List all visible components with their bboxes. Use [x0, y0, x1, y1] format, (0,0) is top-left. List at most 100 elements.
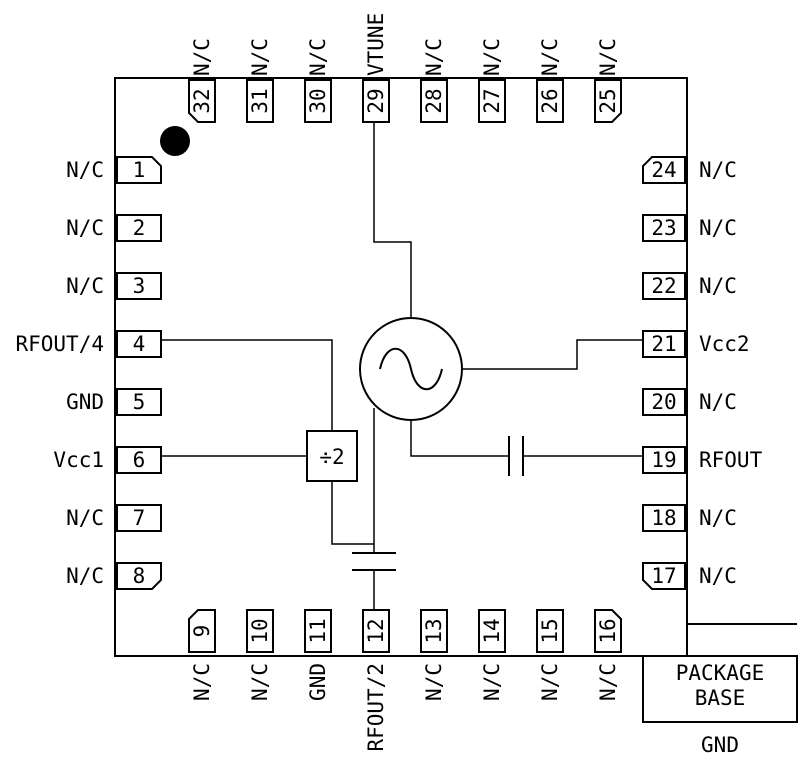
pin-box: [116, 388, 162, 416]
pin-number: 27: [480, 88, 504, 113]
pin-2: 2N/C: [66, 214, 162, 242]
wire-vtune: [373, 122, 412, 318]
package-outline: [114, 77, 688, 657]
pin-name: N/C: [66, 274, 104, 298]
pin-25: 25N/C: [594, 38, 622, 123]
pin-name: N/C: [699, 506, 737, 530]
pin-26: 26 N/C: [536, 38, 564, 123]
internal-wiring: [161, 122, 643, 610]
pin-number: 3: [133, 274, 146, 298]
pin-box: [478, 609, 506, 653]
pin-name: N/C: [596, 663, 620, 701]
pin-name: N/C: [699, 390, 737, 414]
pin-13: 13N/C: [420, 609, 448, 701]
pin-32: 32N/C: [188, 38, 216, 123]
pin-box: [188, 609, 216, 653]
capacitor-rfout2: [352, 552, 396, 571]
pin-box: [116, 504, 162, 532]
pin-name: GND: [306, 663, 330, 701]
package-base-box: [642, 655, 798, 723]
pin-7: 7 N/C: [66, 504, 162, 532]
pin-23: 23 N/C: [642, 214, 737, 242]
pin-number: 10: [248, 618, 272, 643]
pin-name: N/C: [66, 158, 104, 182]
pin-number: 7: [133, 506, 146, 530]
pin-box: [116, 156, 162, 184]
wire-rfout4: [161, 339, 333, 431]
pin-box: [304, 79, 332, 123]
capacitor-rfout: [508, 436, 524, 476]
pin-name: N/C: [190, 663, 214, 701]
wire-vcc2: [463, 339, 643, 370]
pin-name: N/C: [248, 663, 272, 701]
pin-name: GND: [66, 390, 104, 414]
pin-number: 8: [133, 564, 146, 588]
pin-name: RFOUT: [699, 448, 763, 472]
pin-name: N/C: [480, 38, 504, 76]
pin-box: [642, 272, 686, 300]
pin-name: RFOUT/2: [364, 663, 388, 752]
pin-name: N/C: [306, 38, 330, 76]
pin-box: [478, 79, 506, 123]
pins-top-group: 25N/C26N/C27N/C28N/C29VTUNE30N/C31N/C32N…: [188, 13, 622, 123]
pin-box: [116, 446, 162, 474]
pin-box: [116, 562, 162, 590]
pin-number: 21: [651, 332, 676, 356]
pin-14: 14N/C: [478, 609, 506, 701]
pin-box: [642, 504, 686, 532]
pin-name: N/C: [596, 38, 620, 76]
pin-9: 9N/C: [188, 609, 216, 701]
pin-name: N/C: [538, 38, 562, 76]
oscillator-symbol: [359, 317, 463, 421]
pin-number: 5: [133, 390, 146, 414]
pin-name: N/C: [66, 216, 104, 240]
pin-20: 20 N/C: [642, 388, 737, 416]
pin-box: [116, 214, 162, 242]
pin-number: 26: [538, 88, 562, 113]
package-base-group: PACKAGE BASE GND: [642, 623, 798, 757]
pin-number: 22: [651, 274, 676, 298]
pin-number: 31: [248, 88, 272, 113]
pin-number: 6: [133, 448, 146, 472]
pin-box: [304, 609, 332, 653]
pin-3: 3 N/C: [66, 272, 162, 300]
pin-name: N/C: [699, 216, 737, 240]
pin-30: 30N/C: [304, 38, 332, 123]
pin-box: [642, 330, 686, 358]
pin-8: 8N/C: [66, 562, 162, 590]
pin-number: 28: [422, 88, 446, 113]
pin-number: 11: [306, 618, 330, 643]
divider-block: ÷2: [306, 430, 358, 482]
pin-15: 15N/C: [536, 609, 564, 701]
pin-1: 1N/C: [66, 156, 162, 184]
pin-name: N/C: [422, 38, 446, 76]
pin-name: N/C: [422, 663, 446, 701]
pin-name: N/C: [190, 38, 214, 76]
pin-21: 21 Vcc2: [642, 330, 750, 358]
pin-box: [420, 609, 448, 653]
pin-box: [116, 272, 162, 300]
pin-box: [594, 79, 622, 123]
package-base-pin-name: GND: [701, 733, 739, 757]
pin-box: [642, 156, 686, 184]
pin-16: 16N/C: [594, 609, 622, 701]
pin-name: Vcc1: [53, 448, 104, 472]
pin-name: Vcc2: [699, 332, 750, 356]
pin-number: 24: [651, 158, 676, 182]
pin-name: N/C: [66, 506, 104, 530]
pin1-marker-dot: [160, 126, 190, 156]
pin-number: 14: [480, 618, 504, 643]
pin-box: [188, 79, 216, 123]
pin-box: [246, 79, 274, 123]
pin-number: 29: [364, 88, 388, 113]
pin-number: 23: [651, 216, 676, 240]
pin-box: [536, 609, 564, 653]
pin-number: 20: [651, 390, 676, 414]
